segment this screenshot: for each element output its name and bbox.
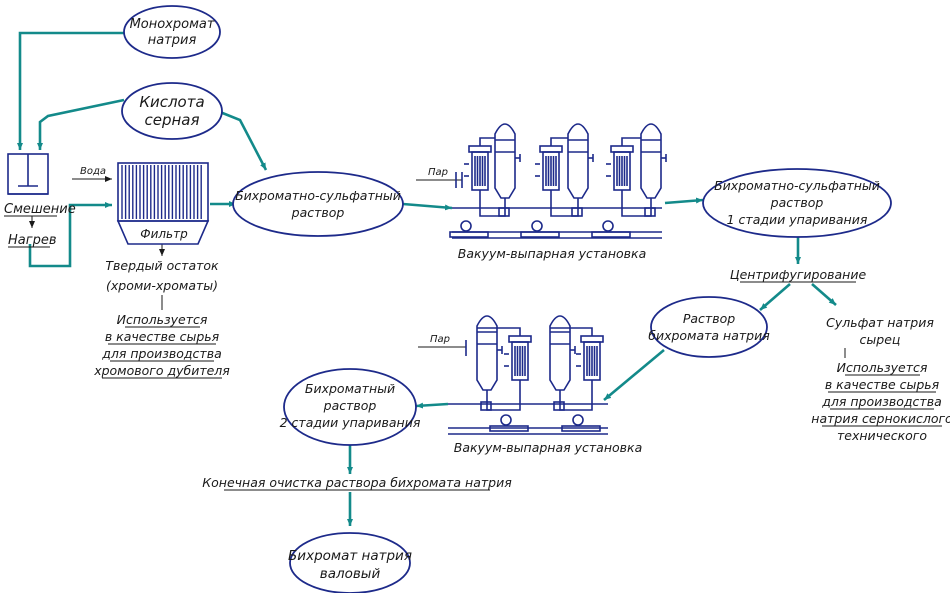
label-bs-stage1: Бихроматно-сульфатный раствор 1 стадии у… <box>714 178 880 227</box>
flow-monochromate-to-mixer <box>17 31 126 150</box>
svg-text:хромового дубителя: хромового дубителя <box>93 363 230 378</box>
node-dichromate-solution <box>650 296 768 358</box>
svg-text:1 стадии упаривания: 1 стадии упаривания <box>727 212 868 227</box>
label-product: Бихромат натрия валовый <box>288 548 412 582</box>
node-bs-stage1 <box>702 168 892 238</box>
flow-bs-to-evap1 <box>402 202 453 211</box>
flow-dichromate-to-evap2 <box>603 349 665 401</box>
svg-text:раствор: раствор <box>323 398 377 413</box>
flow-lines <box>17 31 837 526</box>
label-steam-1: Пар <box>428 167 448 178</box>
label-final-cleaning: Конечная очистка раствора бихромата натр… <box>202 475 512 490</box>
svg-text:в качестве сырья: в качестве сырья <box>105 329 220 344</box>
label-monochromate: Монохромат натрия <box>130 17 215 48</box>
mixer-icon <box>7 153 49 195</box>
svg-text:2 стадии упаривания: 2 стадии упаривания <box>280 415 421 430</box>
label-centrifuge: Центрифугирование <box>730 267 867 282</box>
svg-text:Сульфат натрия: Сульфат натрия <box>826 315 934 330</box>
svg-text:Бихроматно-сульфатный: Бихроматно-сульфатный <box>714 178 880 193</box>
svg-text:технического: технического <box>837 428 927 443</box>
label-dichromate-solution: Раствор бихромата натрия <box>648 311 770 343</box>
node-product <box>289 532 411 593</box>
svg-text:(хроми-хроматы): (хроми-хроматы) <box>106 278 218 293</box>
svg-text:Твердый остаток: Твердый остаток <box>105 258 219 273</box>
svg-text:для производства: для производства <box>821 394 942 409</box>
svg-text:раствор: раствор <box>291 205 345 220</box>
thin-arrows <box>29 176 846 358</box>
svg-text:раствор: раствор <box>770 195 824 210</box>
svg-text:Монохромат: Монохромат <box>130 17 215 32</box>
node-monochromate <box>123 5 221 59</box>
label-bs-solution: Бихроматно-сульфатный раствор <box>235 188 401 220</box>
svg-text:Бихроматный: Бихроматный <box>305 381 395 396</box>
svg-text:Бихроматно-сульфатный: Бихроматно-сульфатный <box>235 188 401 203</box>
svg-text:Бихромат натрия: Бихромат натрия <box>288 548 412 564</box>
node-acid <box>121 82 223 140</box>
vacuum-evaporator-1-icon <box>449 123 667 239</box>
svg-text:натрия: натрия <box>148 33 197 48</box>
svg-text:бихромата натрия: бихромата натрия <box>648 328 770 343</box>
flow-centrifuge-to-dichromate <box>759 283 791 311</box>
label-water: Вода <box>80 166 106 177</box>
flow-evap2-to-stage2 <box>415 402 449 409</box>
label-filter: Фильтр <box>140 227 188 241</box>
node-b-stage2 <box>283 368 417 446</box>
label-solid-residue: Твердый остаток (хроми-хроматы) <box>105 258 219 293</box>
svg-text:для производства: для производства <box>101 346 222 361</box>
flow-centrifuge-to-sulfate <box>811 283 837 306</box>
svg-text:Раствор: Раствор <box>683 311 735 326</box>
svg-text:Используется: Используется <box>837 360 928 375</box>
svg-text:Используется: Используется <box>117 312 208 327</box>
label-sulfate-use: Используется в качестве сырья для произв… <box>811 360 950 443</box>
svg-text:сырец: сырец <box>860 332 901 347</box>
label-evaporator-1: Вакуум-выпарная установка <box>458 246 646 261</box>
flow-acid-to-mixer <box>37 98 125 150</box>
filter-icon <box>116 162 210 245</box>
node-bs-solution <box>232 171 404 237</box>
label-evaporator-2: Вакуум-выпарная установка <box>454 440 642 455</box>
label-acid: Кислота серная <box>139 93 204 129</box>
vacuum-evaporator-2-icon <box>448 315 608 435</box>
label-mixing: Смешение <box>4 202 76 217</box>
svg-text:валовый: валовый <box>320 566 381 582</box>
label-b-stage2: Бихроматный раствор 2 стадии упаривания <box>280 381 421 430</box>
svg-text:в качестве сырья: в качестве сырья <box>825 377 940 392</box>
svg-text:Кислота: Кислота <box>139 93 204 111</box>
flow-acid-to-bs <box>219 110 268 171</box>
label-steam-2: Пар <box>430 334 450 345</box>
flow-evap1-to-stage1 <box>664 197 704 205</box>
label-heating: Нагрев <box>8 233 56 248</box>
label-solid-use: Используется в качестве сырья для произв… <box>93 312 230 379</box>
svg-text:натрия сернокислого: натрия сернокислого <box>811 411 950 426</box>
flow-heater-to-filter <box>28 202 112 268</box>
svg-text:серная: серная <box>144 111 199 129</box>
label-sulfate: Сульфат натрия сырец <box>826 315 934 347</box>
